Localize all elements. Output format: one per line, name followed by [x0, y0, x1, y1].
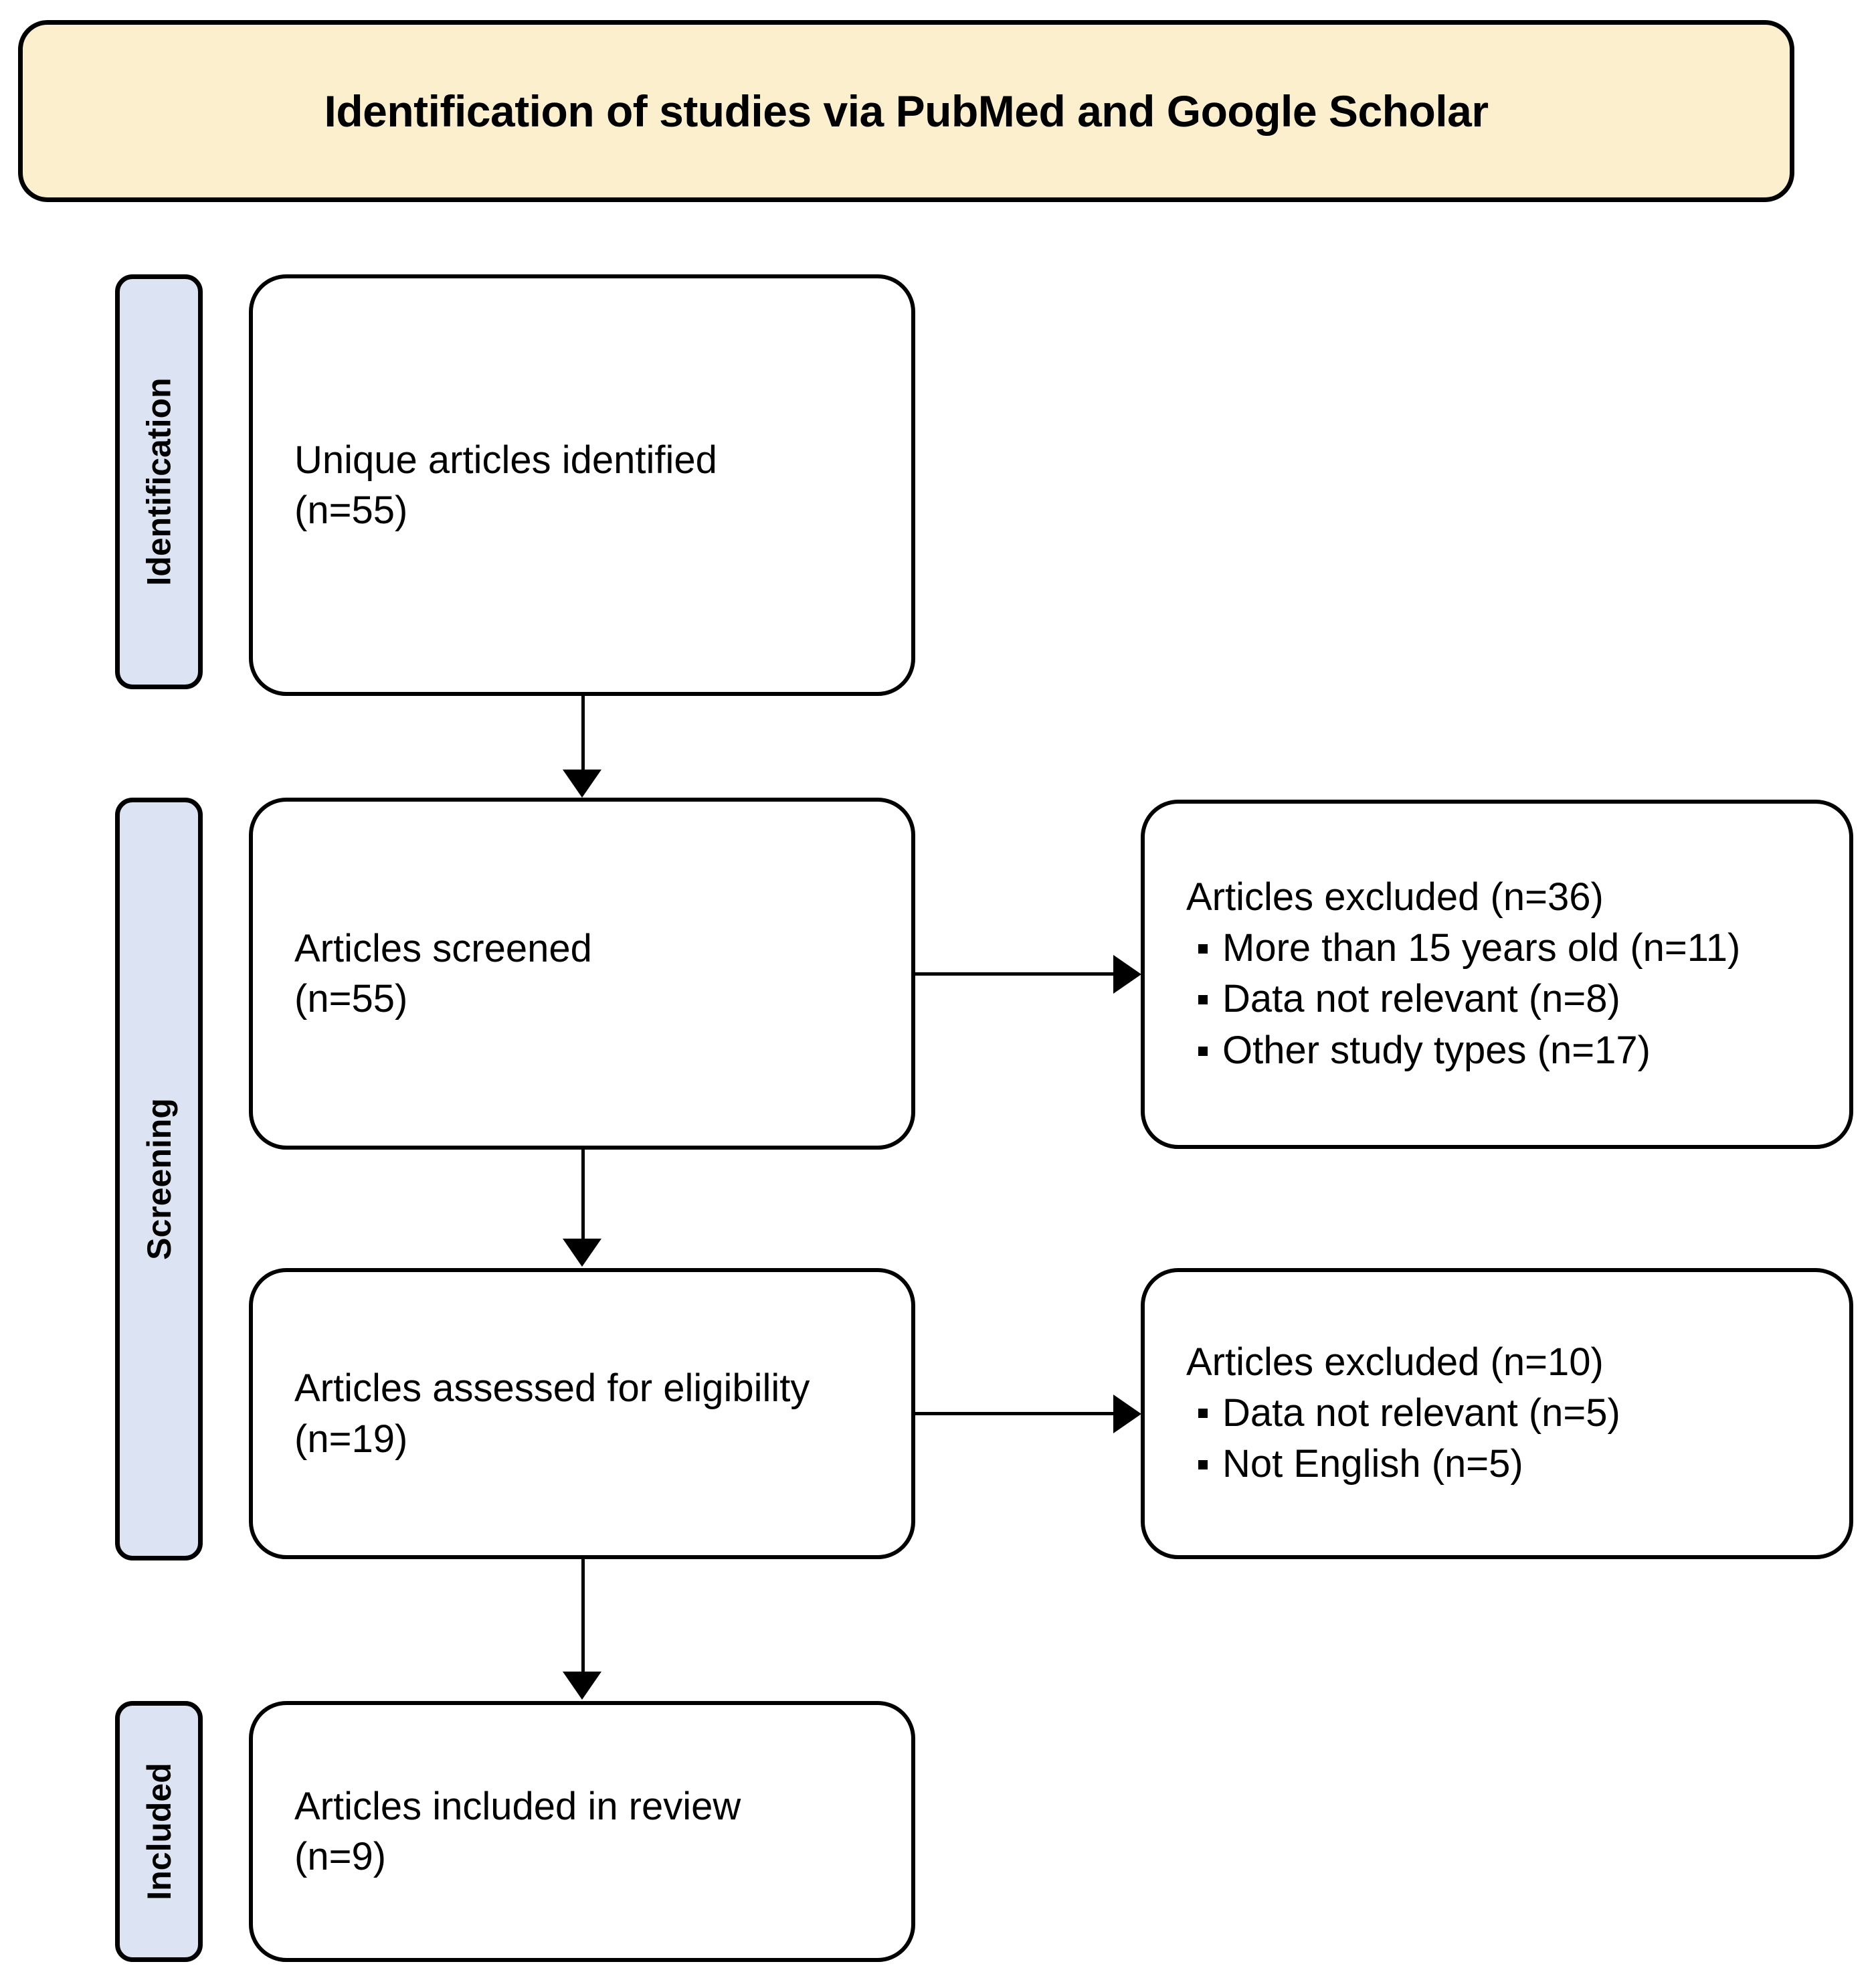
connector-screened-to-excluded-line — [915, 972, 1116, 976]
bullet-square-icon — [1198, 1459, 1208, 1469]
box-articles-assessed-eligibility: Articles assessed for eligibility (n=19) — [249, 1268, 915, 1559]
header-banner: Identification of studies via PubMed and… — [18, 20, 1794, 202]
excluded-1-reason-label: Other study types (n=17) — [1222, 1028, 1651, 1072]
arrow-down-icon — [563, 1239, 601, 1267]
box-eligibility-line1: Articles assessed for eligibility — [294, 1366, 810, 1411]
box-articles-excluded-eligibility: Articles excluded (n=10) Data not releva… — [1141, 1268, 1853, 1559]
excluded-2-heading: Articles excluded (n=10) — [1186, 1340, 1604, 1384]
bullet-square-icon — [1198, 944, 1208, 954]
stage-label-identification-text: Identification — [140, 377, 178, 586]
box-identified-count: (n=55) — [294, 488, 408, 532]
connector-screened-to-eligibility-line — [581, 1150, 585, 1240]
connector-eligibility-to-excluded-line — [915, 1412, 1116, 1415]
box-articles-included-in-review: Articles included in review (n=9) — [249, 1701, 915, 1962]
connector-eligibility-to-included-line — [581, 1559, 585, 1673]
excluded-2-reason-item: Not English (n=5) — [1186, 1439, 1808, 1490]
box-articles-excluded-screening: Articles excluded (n=36) More than 15 ye… — [1141, 800, 1853, 1149]
box-eligibility-count: (n=19) — [294, 1417, 408, 1461]
stage-label-screening: Screening — [115, 798, 203, 1560]
excluded-1-reason-label: More than 15 years old (n=11) — [1222, 925, 1741, 970]
page-title: Identification of studies via PubMed and… — [324, 86, 1489, 136]
box-articles-screened: Articles screened (n=55) — [249, 798, 915, 1150]
bullet-square-icon — [1198, 1046, 1208, 1056]
excluded-2-reason-label: Not English (n=5) — [1222, 1442, 1523, 1486]
stage-label-included: Included — [115, 1701, 203, 1962]
excluded-2-reason-list: Data not relevant (n=5) Not English (n=5… — [1186, 1388, 1808, 1490]
excluded-1-reason-item: More than 15 years old (n=11) — [1186, 923, 1808, 974]
stage-label-included-text: Included — [140, 1763, 178, 1900]
stage-label-identification: Identification — [115, 274, 203, 689]
box-unique-articles-identified: Unique articles identified (n=55) — [249, 274, 915, 696]
box-included-count: (n=9) — [294, 1835, 387, 1878]
box-included-line1: Articles included in review — [294, 1784, 741, 1828]
box-screened-count: (n=55) — [294, 977, 408, 1020]
arrow-right-icon — [1113, 955, 1141, 994]
excluded-1-reason-list: More than 15 years old (n=11) Data not r… — [1186, 923, 1808, 1077]
excluded-2-reason-label: Data not relevant (n=5) — [1222, 1391, 1620, 1435]
excluded-1-reason-label: Data not relevant (n=8) — [1222, 977, 1620, 1021]
excluded-1-reason-item: Data not relevant (n=8) — [1186, 974, 1808, 1025]
connector-identified-to-screened-line — [581, 696, 585, 771]
excluded-1-reason-item: Other study types (n=17) — [1186, 1025, 1808, 1077]
arrow-right-icon — [1113, 1395, 1141, 1433]
excluded-2-reason-item: Data not relevant (n=5) — [1186, 1388, 1808, 1439]
bullet-square-icon — [1198, 995, 1208, 1005]
excluded-1-heading: Articles excluded (n=36) — [1186, 875, 1604, 919]
box-screened-line1: Articles screened — [294, 926, 592, 970]
bullet-square-icon — [1198, 1409, 1208, 1419]
arrow-down-icon — [563, 770, 601, 798]
box-identified-line1: Unique articles identified — [294, 438, 717, 482]
arrow-down-icon — [563, 1672, 601, 1700]
stage-label-screening-text: Screening — [140, 1098, 178, 1260]
